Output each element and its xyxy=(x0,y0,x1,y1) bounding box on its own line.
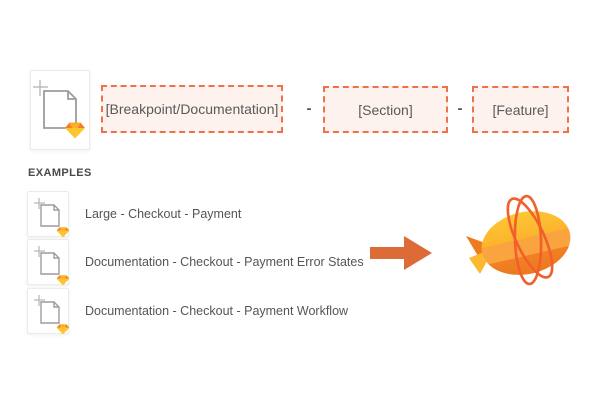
example-label: Large - Checkout - Payment xyxy=(85,207,242,221)
orbit-ellipse xyxy=(506,197,554,279)
orbit-ellipse xyxy=(513,194,543,286)
sketch-file-icon xyxy=(30,70,90,150)
formula-box-section: [Section] xyxy=(323,86,448,133)
document-outline-icon xyxy=(34,295,60,324)
blimp-fin-top xyxy=(466,236,496,256)
sketch-gem-icon xyxy=(56,275,70,286)
blimp-body xyxy=(481,211,571,275)
example-row: Documentation - Checkout - Payment Workf… xyxy=(27,288,349,335)
examples-heading: EXAMPLES xyxy=(28,167,92,179)
formula-box-label: [Section] xyxy=(358,101,413,118)
formula-box-label: [Feature] xyxy=(492,101,549,118)
document-outline-icon xyxy=(34,198,60,227)
sketch-gem-icon xyxy=(56,324,70,335)
separator-dash: - xyxy=(306,100,312,117)
sketch-gem-icon xyxy=(56,227,70,238)
sketch-file-icon xyxy=(27,239,70,286)
example-label: Documentation - Checkout - Payment Workf… xyxy=(85,304,349,318)
example-row: Large - Checkout - Payment xyxy=(27,191,242,238)
formula-box-label: [Breakpoint/Documentation] xyxy=(105,101,279,117)
example-row: Documentation - Checkout - Payment Error… xyxy=(27,239,364,286)
sketch-file-icon xyxy=(27,191,70,238)
sketch-file-icon xyxy=(27,288,70,335)
sketch-gem-icon xyxy=(65,122,85,139)
formula-box-feature: [Feature] xyxy=(472,86,569,133)
formula-box-breakpoint-documentation: [Breakpoint/Documentation] xyxy=(101,85,283,133)
right-arrow-icon xyxy=(370,236,432,270)
example-label: Documentation - Checkout - Payment Error… xyxy=(85,255,364,269)
zeppelin-logo xyxy=(466,194,571,286)
document-outline-icon xyxy=(33,80,77,129)
document-outline-icon xyxy=(34,246,60,275)
separator-dash: - xyxy=(457,100,463,117)
